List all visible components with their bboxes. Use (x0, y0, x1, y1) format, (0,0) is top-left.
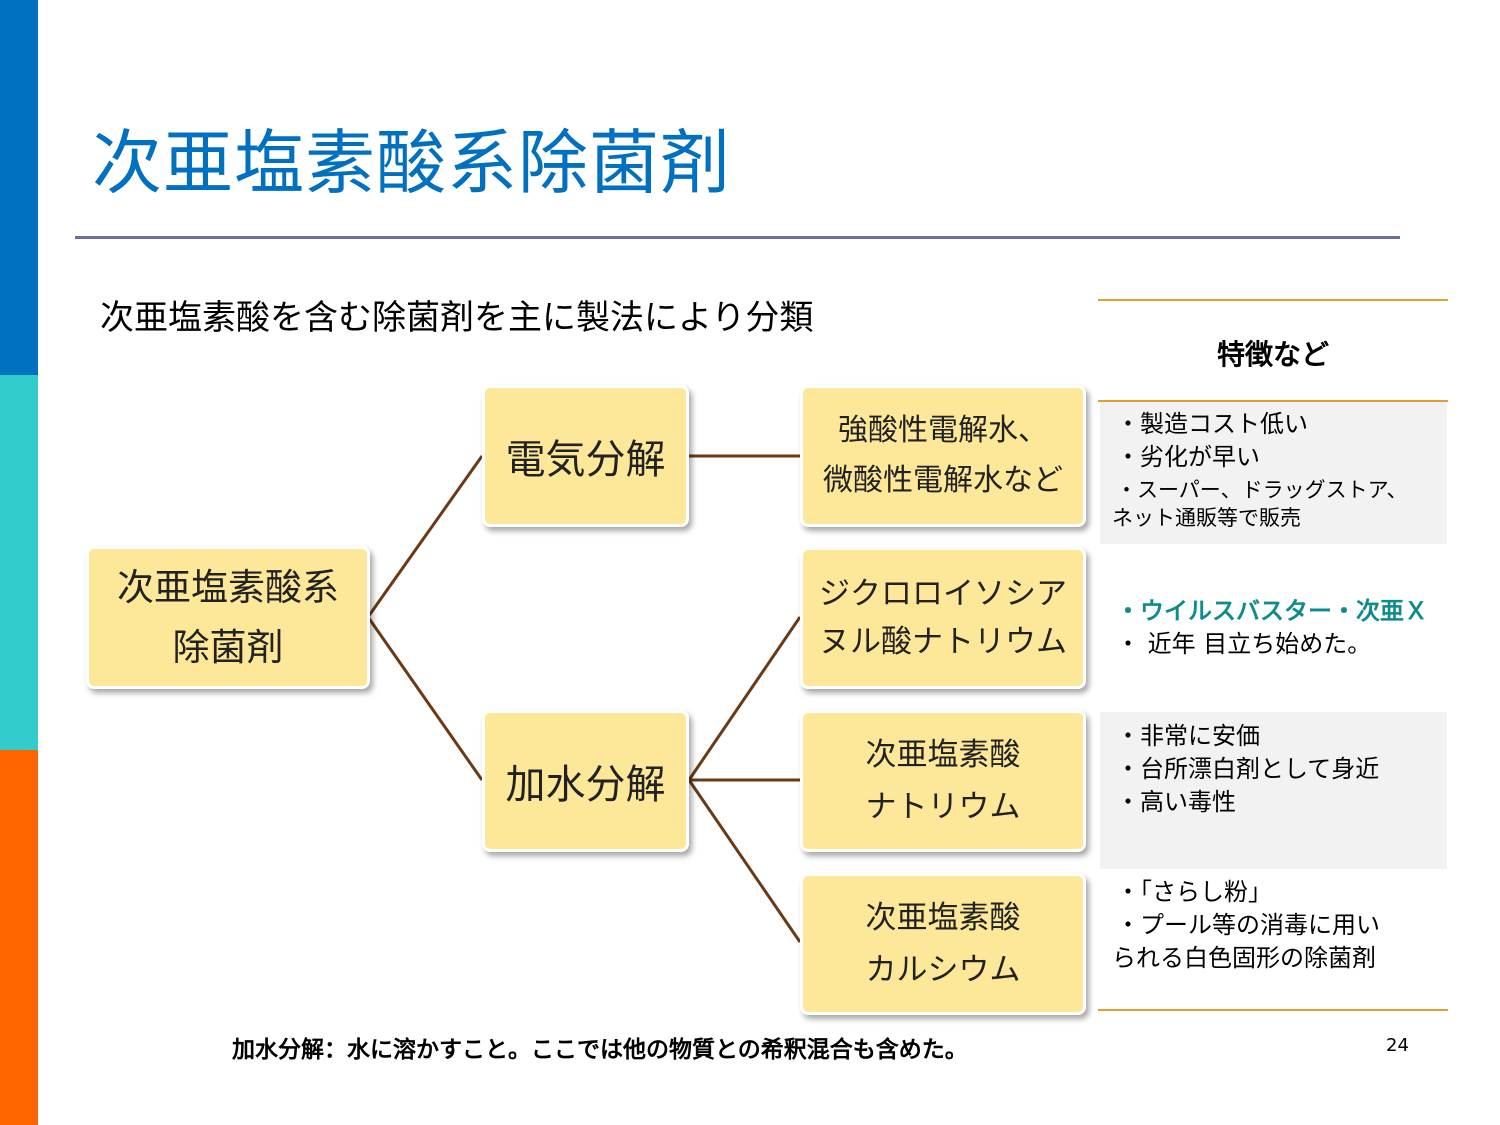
side-bar-orange (0, 750, 38, 1125)
feature-line: ・スーパー、ドラッグストア、 (1116, 478, 1408, 502)
side-bar-blue (0, 0, 38, 375)
connector-hydrolysis-calcium (687, 779, 802, 943)
feature-line: ・プール等の消毒に用い (1116, 911, 1380, 939)
page-number: 24 (1386, 1035, 1409, 1056)
feature-line: ネット通販等で販売 (1112, 506, 1301, 530)
node-dichloroisocyanurate-line-1: ジクロロイソシア (819, 576, 1067, 612)
node-root: 次亜塩素酸系 除菌剤 (86, 546, 370, 689)
footnote: 加水分解：水に溶かすこと。ここでは他の物質との希釈混合も含めた。 (232, 1037, 968, 1063)
feature-line: ・「さらし粉」 (1116, 878, 1272, 906)
features-top-rule (1098, 299, 1448, 301)
side-bar-teal (0, 375, 38, 750)
node-calcium-hypochlorite-line-1: 次亜塩素酸 (865, 900, 1021, 936)
feature-line: ・非常に安価 (1116, 722, 1260, 750)
features-calcium-hypochlorite: ・「さらし粉」 ・プール等の消毒に用い られる白色固形の除菌剤 (1100, 870, 1447, 1008)
node-sodium-hypochlorite-line-2: ナトリウム (865, 789, 1021, 825)
node-root-line-1: 次亜塩素酸系 (117, 565, 339, 609)
title-divider (75, 236, 1400, 239)
feature-line: ・ 近年 目立ち始めた。 (1116, 630, 1372, 658)
features-header: 特徴など (1216, 338, 1329, 371)
node-sodium-hypochlorite-line-1: 次亜塩素酸 (865, 737, 1021, 773)
connector-hydrolysis-dichloro (687, 616, 802, 781)
node-sodium-hypochlorite: 次亜塩素酸 ナトリウム (800, 710, 1086, 852)
node-electrolyzed-water-line-2: 微酸性電解水など (823, 463, 1063, 498)
connector-root-hydrolysis (366, 616, 484, 781)
features-dichloroisocyanurate: ・ウイルスバスター・次亜Ｘ ・ 近年 目立ち始めた。 (1100, 585, 1447, 695)
node-root-line-2: 除菌剤 (172, 625, 284, 669)
slide-title: 次亜塩素酸系除菌剤 (92, 122, 731, 204)
features-sodium-hypochlorite: ・非常に安価 ・台所漂白剤として身近 ・高い毒性 (1100, 712, 1447, 869)
features-bottom-rule (1098, 1009, 1448, 1011)
feature-line: ・劣化が早い (1116, 443, 1260, 471)
connector-root-electrolysis (366, 455, 484, 618)
slide-subtitle: 次亜塩素酸を含む除菌剤を主に製法により分類 (100, 298, 814, 338)
feature-line: ・台所漂白剤として身近 (1116, 755, 1380, 783)
features-electrolyzed-water: ・製造コスト低い ・劣化が早い ・スーパー、ドラッグストア、 ネット通販等で販売 (1100, 402, 1447, 544)
node-hydrolysis-label: 加水分解 (505, 762, 666, 808)
node-electrolysis: 電気分解 (482, 385, 689, 527)
node-hydrolysis: 加水分解 (482, 710, 689, 852)
node-electrolyzed-water: 強酸性電解水、 微酸性電解水など (800, 385, 1086, 527)
node-dichloroisocyanurate-line-2: ヌル酸ナトリウム (819, 624, 1067, 660)
feature-line: ・製造コスト低い (1116, 410, 1308, 438)
feature-line: られる白色固形の除菌剤 (1112, 944, 1376, 972)
features-header-rule (1098, 400, 1448, 402)
node-dichloroisocyanurate: ジクロロイソシア ヌル酸ナトリウム (800, 547, 1086, 689)
feature-line-product-name: ・ウイルスバスター・次亜Ｘ (1116, 597, 1428, 625)
node-calcium-hypochlorite-line-2: カルシウム (865, 952, 1021, 988)
node-calcium-hypochlorite: 次亜塩素酸 カルシウム (800, 873, 1086, 1015)
feature-line: ・高い毒性 (1116, 788, 1236, 816)
node-electrolyzed-water-line-1: 強酸性電解水、 (838, 413, 1048, 448)
node-electrolysis-label: 電気分解 (505, 437, 666, 483)
